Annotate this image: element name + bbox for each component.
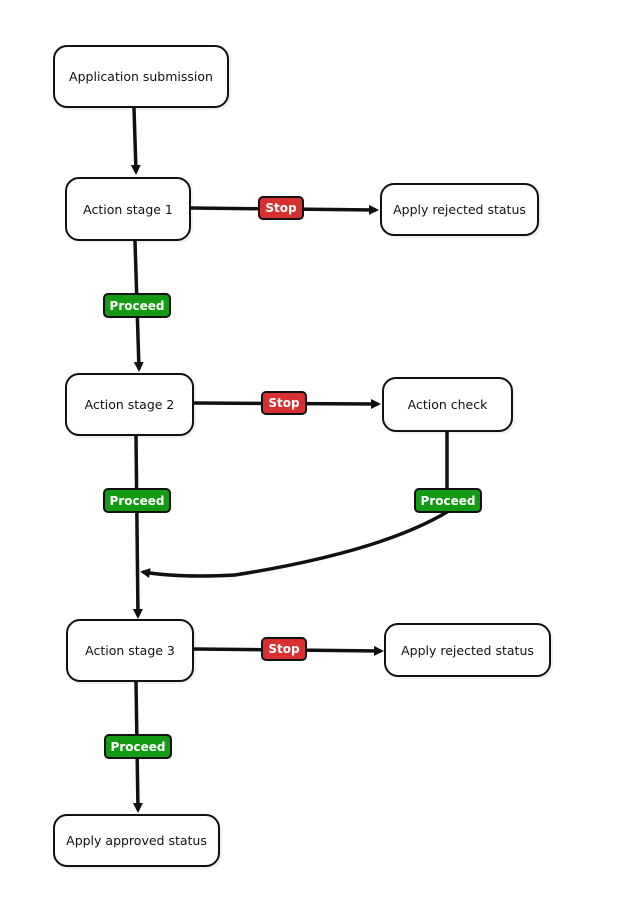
edge-check-stage3	[140, 432, 449, 579]
proceed-badge-1: Proceed	[103, 293, 171, 318]
proceed-badge-2: Proceed	[103, 488, 171, 513]
node-action-stage-2: Action stage 2	[65, 373, 194, 436]
stop-badge-3: Stop	[261, 637, 307, 661]
stop-badge-2: Stop	[261, 391, 307, 415]
edge-submission-stage1	[130, 107, 141, 175]
node-apply-approved-status: Apply approved status	[53, 814, 220, 867]
node-apply-rejected-status-1: Apply rejected status	[380, 183, 539, 236]
node-action-stage-1: Action stage 1	[65, 177, 191, 241]
proceed-badge-3: Proceed	[104, 734, 172, 759]
stop-badge-1: Stop	[258, 196, 304, 220]
proceed-badge-check: Proceed	[414, 488, 482, 513]
node-application-submission: Application submission	[53, 45, 229, 108]
node-apply-rejected-status-3: Apply rejected status	[384, 623, 551, 677]
node-action-check: Action check	[382, 377, 513, 432]
node-action-stage-3: Action stage 3	[66, 619, 194, 682]
edge-stage2-stage3	[132, 435, 143, 619]
